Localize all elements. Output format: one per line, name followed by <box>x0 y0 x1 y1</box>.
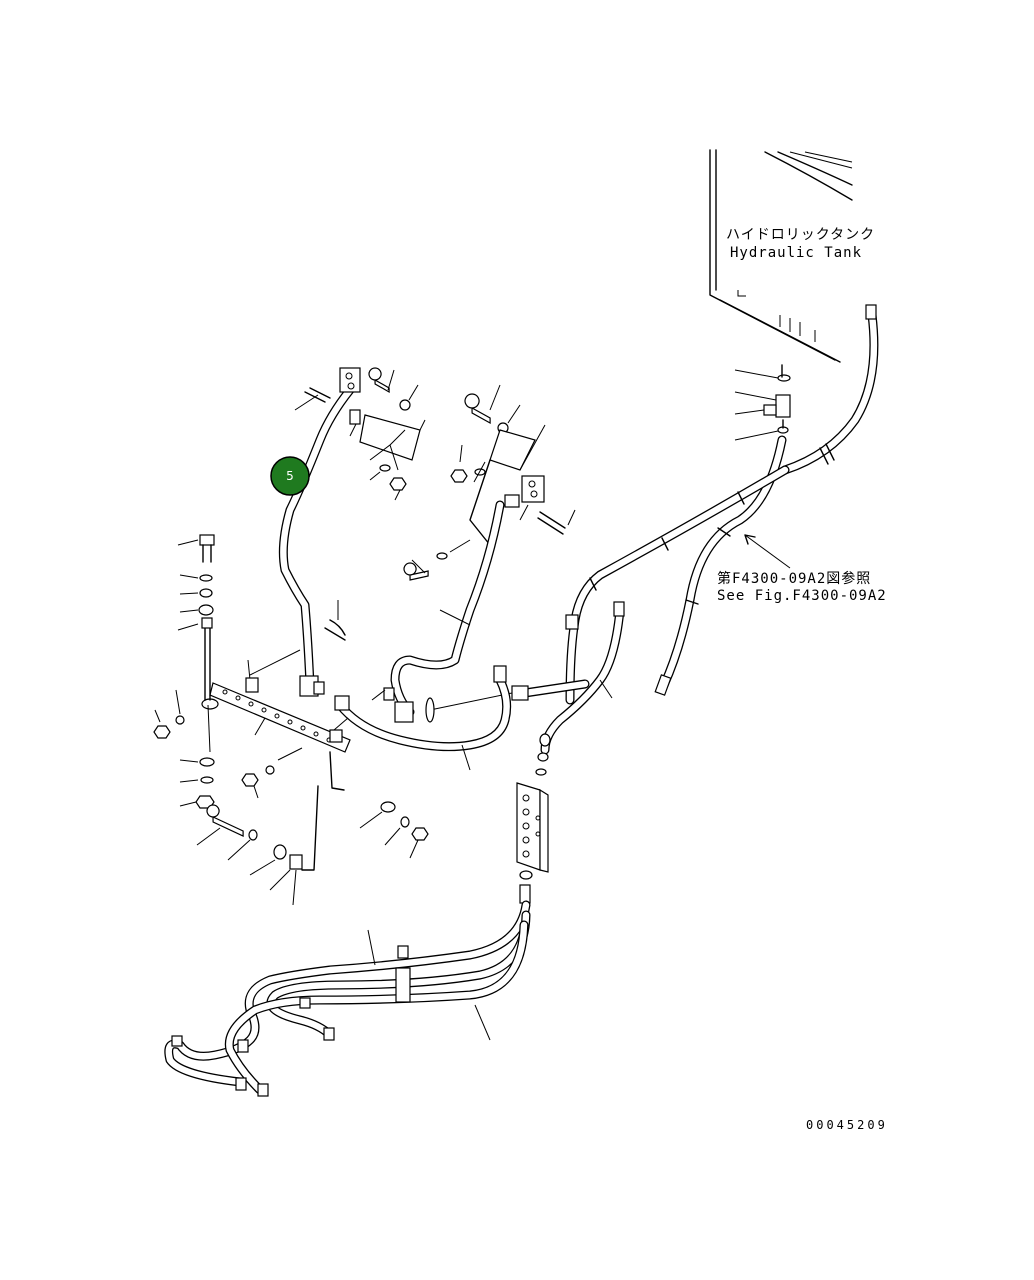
left-fastener-stack <box>153 534 215 809</box>
lower-harness <box>164 900 531 1097</box>
center-connectors <box>425 679 590 723</box>
middle-pipe <box>371 500 505 723</box>
callout-number: 5 <box>286 469 294 483</box>
callout-circle <box>270 456 310 496</box>
reference-label-jp: 第F4300-09A2図参照 <box>717 570 871 587</box>
tank-pipe <box>565 465 790 705</box>
upper-middle-parts <box>403 384 576 581</box>
reference-leader <box>744 534 791 569</box>
hydraulic-tank <box>709 149 853 363</box>
callout-5[interactable]: 5 <box>270 456 310 496</box>
tank-outlet-fittings <box>734 364 791 441</box>
upper-left-parts <box>249 367 426 676</box>
left-upper-pipe <box>278 367 361 697</box>
tank-label-jp: ハイドロリックタンク <box>726 227 875 243</box>
valve-hose <box>654 435 787 696</box>
left-bracket <box>201 621 351 791</box>
lower-clamp-bracket <box>516 733 551 904</box>
drawing-number: 00045209 <box>806 1118 888 1132</box>
return-hose <box>780 304 879 475</box>
center-hose <box>540 601 625 755</box>
reference-label-en: See Fig.F4300-09A2 <box>717 588 887 604</box>
tank-label-en: Hydraulic Tank <box>730 245 862 261</box>
reference-arrow-icon <box>744 534 756 545</box>
lower-loop-hose <box>334 665 512 771</box>
lower-left-fasteners <box>196 717 429 906</box>
